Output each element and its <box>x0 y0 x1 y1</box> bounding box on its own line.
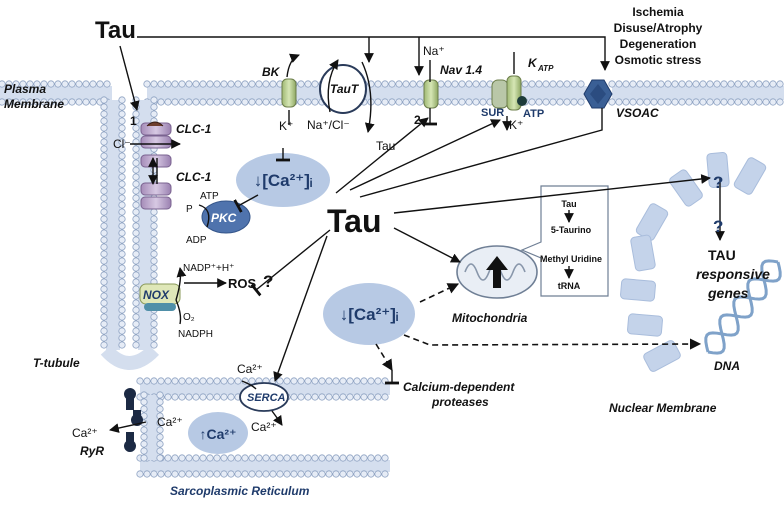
ryr-receptor-icon <box>124 388 143 452</box>
p-label: P <box>186 204 193 215</box>
plasma-label-1: Plasma <box>4 82 46 96</box>
nadph-label: NADPH <box>178 329 213 340</box>
mito-box-line-4: tRNA <box>558 281 581 291</box>
proteases-label-1: Calcium-dependent <box>403 380 515 394</box>
stress-2: Disuse/Atrophy <box>614 21 703 35</box>
unknown-genes-upper-label: ? <box>713 173 723 192</box>
ca-serca-top-label: Ca²⁺ <box>237 362 263 376</box>
stress-4: Osmotic stress <box>615 53 702 67</box>
atp-k-label: ATP <box>523 108 544 120</box>
clc1-channel-upper-icon <box>140 121 172 149</box>
t-tubule-label: T-tubule <box>33 356 80 370</box>
ca-decrease-pool-lower-shape <box>323 283 415 345</box>
clc1-channel-lower-icon <box>140 182 172 210</box>
sr-label: Sarcoplasmic Reticulum <box>170 484 310 498</box>
labels: Tau Tau Plasma Membrane T-tubule Sarcopl… <box>4 5 770 498</box>
mitochondria-label: Mitochondria <box>452 311 528 325</box>
bk-label: BK <box>262 65 281 79</box>
site-2-label: 2 <box>414 113 421 127</box>
mito-pathway-box <box>520 185 609 297</box>
adp-pkc-label: ADP <box>186 235 207 246</box>
taut-transporter-icon <box>319 64 367 114</box>
ca-sr-label: ↑Ca²⁺ <box>200 426 237 442</box>
taut-label: TauT <box>330 82 360 96</box>
clc1-label-a: CLC-1 <box>176 122 212 136</box>
tau-genes-label-2: responsive <box>696 266 770 282</box>
serca-pump-icon <box>239 382 289 412</box>
nox-complex-icon <box>139 283 181 311</box>
na-cl-label: Na⁺/Cl⁻ <box>307 118 350 132</box>
k-katp-label: K⁺ <box>509 118 523 132</box>
pkc-label: PKC <box>211 211 237 225</box>
mito-box-line-3: Methyl Uridine <box>540 254 602 264</box>
katp-channel-icon <box>491 75 527 111</box>
proteases-label-2: proteases <box>431 395 489 409</box>
dna-label: DNA <box>714 359 740 373</box>
nav-channel-icon <box>423 79 439 109</box>
nav-label: Nav 1.4 <box>440 63 482 77</box>
ryr-label: RyR <box>80 444 104 458</box>
mito-box-line-2: 5-Taurino <box>551 225 592 235</box>
ros-label: ROS <box>228 276 257 291</box>
ca-serca-right-label: Ca²⁺ <box>251 420 277 434</box>
tau-center-label: Tau <box>327 203 382 239</box>
sur-label: SUR <box>481 107 504 119</box>
ca-sr-pool-shape <box>188 412 248 454</box>
dna-helix-icon <box>704 259 782 355</box>
nuclear-membrane-shape <box>620 152 767 372</box>
ca-decrease-upper-label: ↓[Ca²⁺]ᵢ <box>254 171 313 190</box>
katp-sub-label: ATP <box>537 64 554 73</box>
tau-genes-label-1: TAU <box>708 247 736 263</box>
o2-label: O₂ <box>183 312 195 323</box>
serca-label: SERCA <box>247 392 286 404</box>
stress-1: Ischemia <box>632 5 684 19</box>
unknown-genes-lower-label: ? <box>713 217 723 236</box>
bk-channel-icon <box>281 78 297 108</box>
nadp-label: NADP⁺+H⁺ <box>183 263 234 274</box>
stress-3: Degeneration <box>620 37 697 51</box>
clc1-channel-mid-icon <box>140 154 172 168</box>
vsoac-label: VSOAC <box>616 106 659 120</box>
katp-label: K <box>528 56 538 70</box>
atp-pkc-label: ATP <box>200 191 219 202</box>
mito-box-line-1: Tau <box>561 199 576 209</box>
clc1-label-b: CLC-1 <box>176 170 212 184</box>
site-1-label: 1 <box>130 114 137 128</box>
unknown-ros-label: ? <box>263 272 273 291</box>
tau-genes-label-3: genes <box>707 285 749 301</box>
nuclear-membrane-label: Nuclear Membrane <box>609 401 717 415</box>
vsoac-channel-icon <box>583 79 613 109</box>
cl-label: Cl⁻ <box>113 137 131 151</box>
ca-decrease-lower-label: ↓[Ca²⁺]ᵢ <box>340 305 399 324</box>
ca-sr-left-label: Ca²⁺ <box>72 426 98 440</box>
k-bk-label: K⁺ <box>279 119 293 133</box>
mitochondria-icon <box>456 245 538 299</box>
nox-label: NOX <box>143 288 170 302</box>
plasma-label-2: Membrane <box>4 97 64 111</box>
na-top-label: Na⁺ <box>423 44 445 58</box>
connectors <box>109 36 725 433</box>
ca-decrease-pool-upper-shape <box>236 153 330 207</box>
ca-sr-mid-label: Ca²⁺ <box>157 415 183 429</box>
tau-small-label: Tau <box>376 139 395 153</box>
tau-top-label: Tau <box>95 17 136 44</box>
